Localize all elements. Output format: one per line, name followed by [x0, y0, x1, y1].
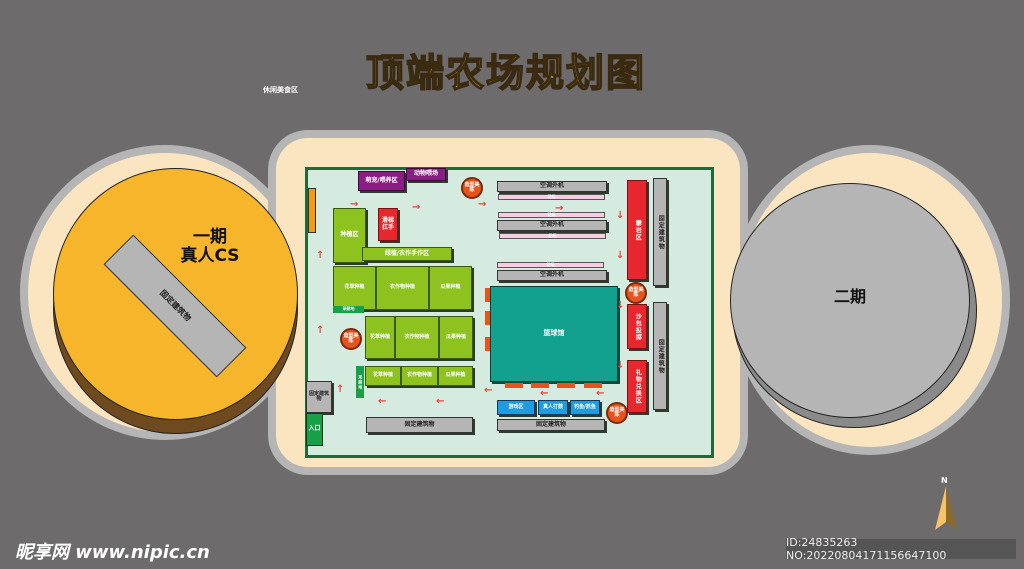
fruit-planting: 瓜果种植 [429, 266, 472, 310]
basketball-hall: 篮球馆 [490, 286, 618, 382]
orange-tab [485, 337, 490, 351]
pet-feeding-zone: 萌宠/喂养区 [358, 171, 405, 191]
farmland: 采耕地 [333, 306, 364, 313]
fruit-planting: 瓜果种植 [439, 316, 473, 359]
decor-circle: 造型美陈 [606, 402, 628, 424]
arrow-left-icon: ← [484, 385, 493, 396]
orange-tab [485, 288, 490, 302]
fixed-building: 固定建筑物 [366, 417, 473, 433]
fixed-building: 固定建筑物 [653, 178, 667, 286]
orange-tab [584, 383, 602, 388]
arrow-left-icon: ← [596, 388, 605, 399]
arrow-left-icon: ← [436, 396, 445, 407]
gift-exchange-zone: 礼物兑换区 [627, 360, 647, 413]
watermark: 昵享网 www.nipic.cn [15, 542, 210, 563]
drum-zone: 真人打鼓 [538, 400, 568, 415]
crop-planting: 农作物种植 [376, 266, 429, 310]
crop-planting: 农作物种植 [401, 366, 438, 386]
arrow-right-icon: → [555, 203, 564, 214]
arrow-down-icon: ↓ [616, 300, 625, 311]
arrow-right-icon: → [350, 199, 359, 210]
flower-planting: 花草种植 [365, 316, 395, 359]
arrow-up-icon: ↑ [336, 384, 345, 395]
orange-tab [557, 383, 575, 388]
arrow-left-icon: ← [378, 396, 387, 407]
orange-strip [308, 188, 316, 233]
orange-tab [505, 383, 523, 388]
sandbag-zone: 沙包投掷 [627, 304, 647, 349]
entrance[interactable]: 入口 [306, 413, 323, 446]
crop-planting: 农作物种植 [395, 316, 439, 359]
fruit-planting: 瓜果种植 [438, 366, 473, 386]
page-title: 顶端农场规划图 [365, 50, 647, 96]
arrow-up-icon: ↑ [316, 250, 325, 261]
flowerbed: 花坛 [498, 194, 605, 200]
arrow-right-icon: → [412, 202, 421, 213]
orange-tab [485, 311, 490, 325]
phase2-disc [730, 183, 970, 418]
flowerbed: 花坛 [498, 212, 605, 218]
leisure-food-label: 休闲美食区 [263, 86, 298, 94]
decor-circle: 造型美陈 [625, 282, 647, 304]
decor-circle: 造型美陈 [461, 177, 483, 199]
arrow-down-icon: ↓ [616, 210, 625, 221]
flower-planting: 花草种植 [333, 266, 376, 310]
flowerbed: 花坛 [497, 262, 604, 268]
fixed-building: 固定建筑物 [306, 381, 332, 413]
ac-unit: 空调外机 [497, 220, 607, 231]
fixed-building: 固定建筑物 [653, 302, 667, 410]
flowerbed: 花坛 [499, 233, 606, 239]
fixed-building: 固定建筑物 [497, 419, 605, 431]
compass-icon: N [935, 476, 957, 530]
image-id: ID:24835263 NO:20220804171156647100 [786, 536, 1016, 562]
planting-zone: 种植区 [333, 208, 366, 263]
farmland: 采耕地 [356, 366, 364, 398]
phase1-label: 一期 真人CS [180, 227, 240, 266]
animal-feeding-zone: 动物喂场 [406, 168, 446, 181]
climbing-zone: 攀岩区 [627, 180, 647, 280]
arrow-down-icon: ↓ [616, 360, 625, 371]
ac-unit: 空调外机 [497, 270, 607, 281]
orange-tab [531, 383, 549, 388]
arrow-down-icon: ↓ [616, 250, 625, 261]
arrow-left-icon: ← [540, 388, 549, 399]
flower-planting: 花草种植 [365, 366, 401, 386]
phase2-label: 二期 [833, 287, 866, 306]
fishing-zone: 钓鱼/抓鱼 [570, 400, 600, 415]
arrow-right-icon: → [478, 199, 487, 210]
ac-unit: 空调外机 [497, 181, 607, 192]
arrow-up-icon: ↑ [316, 325, 325, 336]
handcraft-zone: 绿植/农作手作区 [362, 247, 452, 261]
slide-zone: 滑梯 扛手 [378, 208, 398, 241]
game-zone: 游戏区 [497, 400, 535, 415]
decor-circle: 造型美陈 [340, 328, 362, 350]
